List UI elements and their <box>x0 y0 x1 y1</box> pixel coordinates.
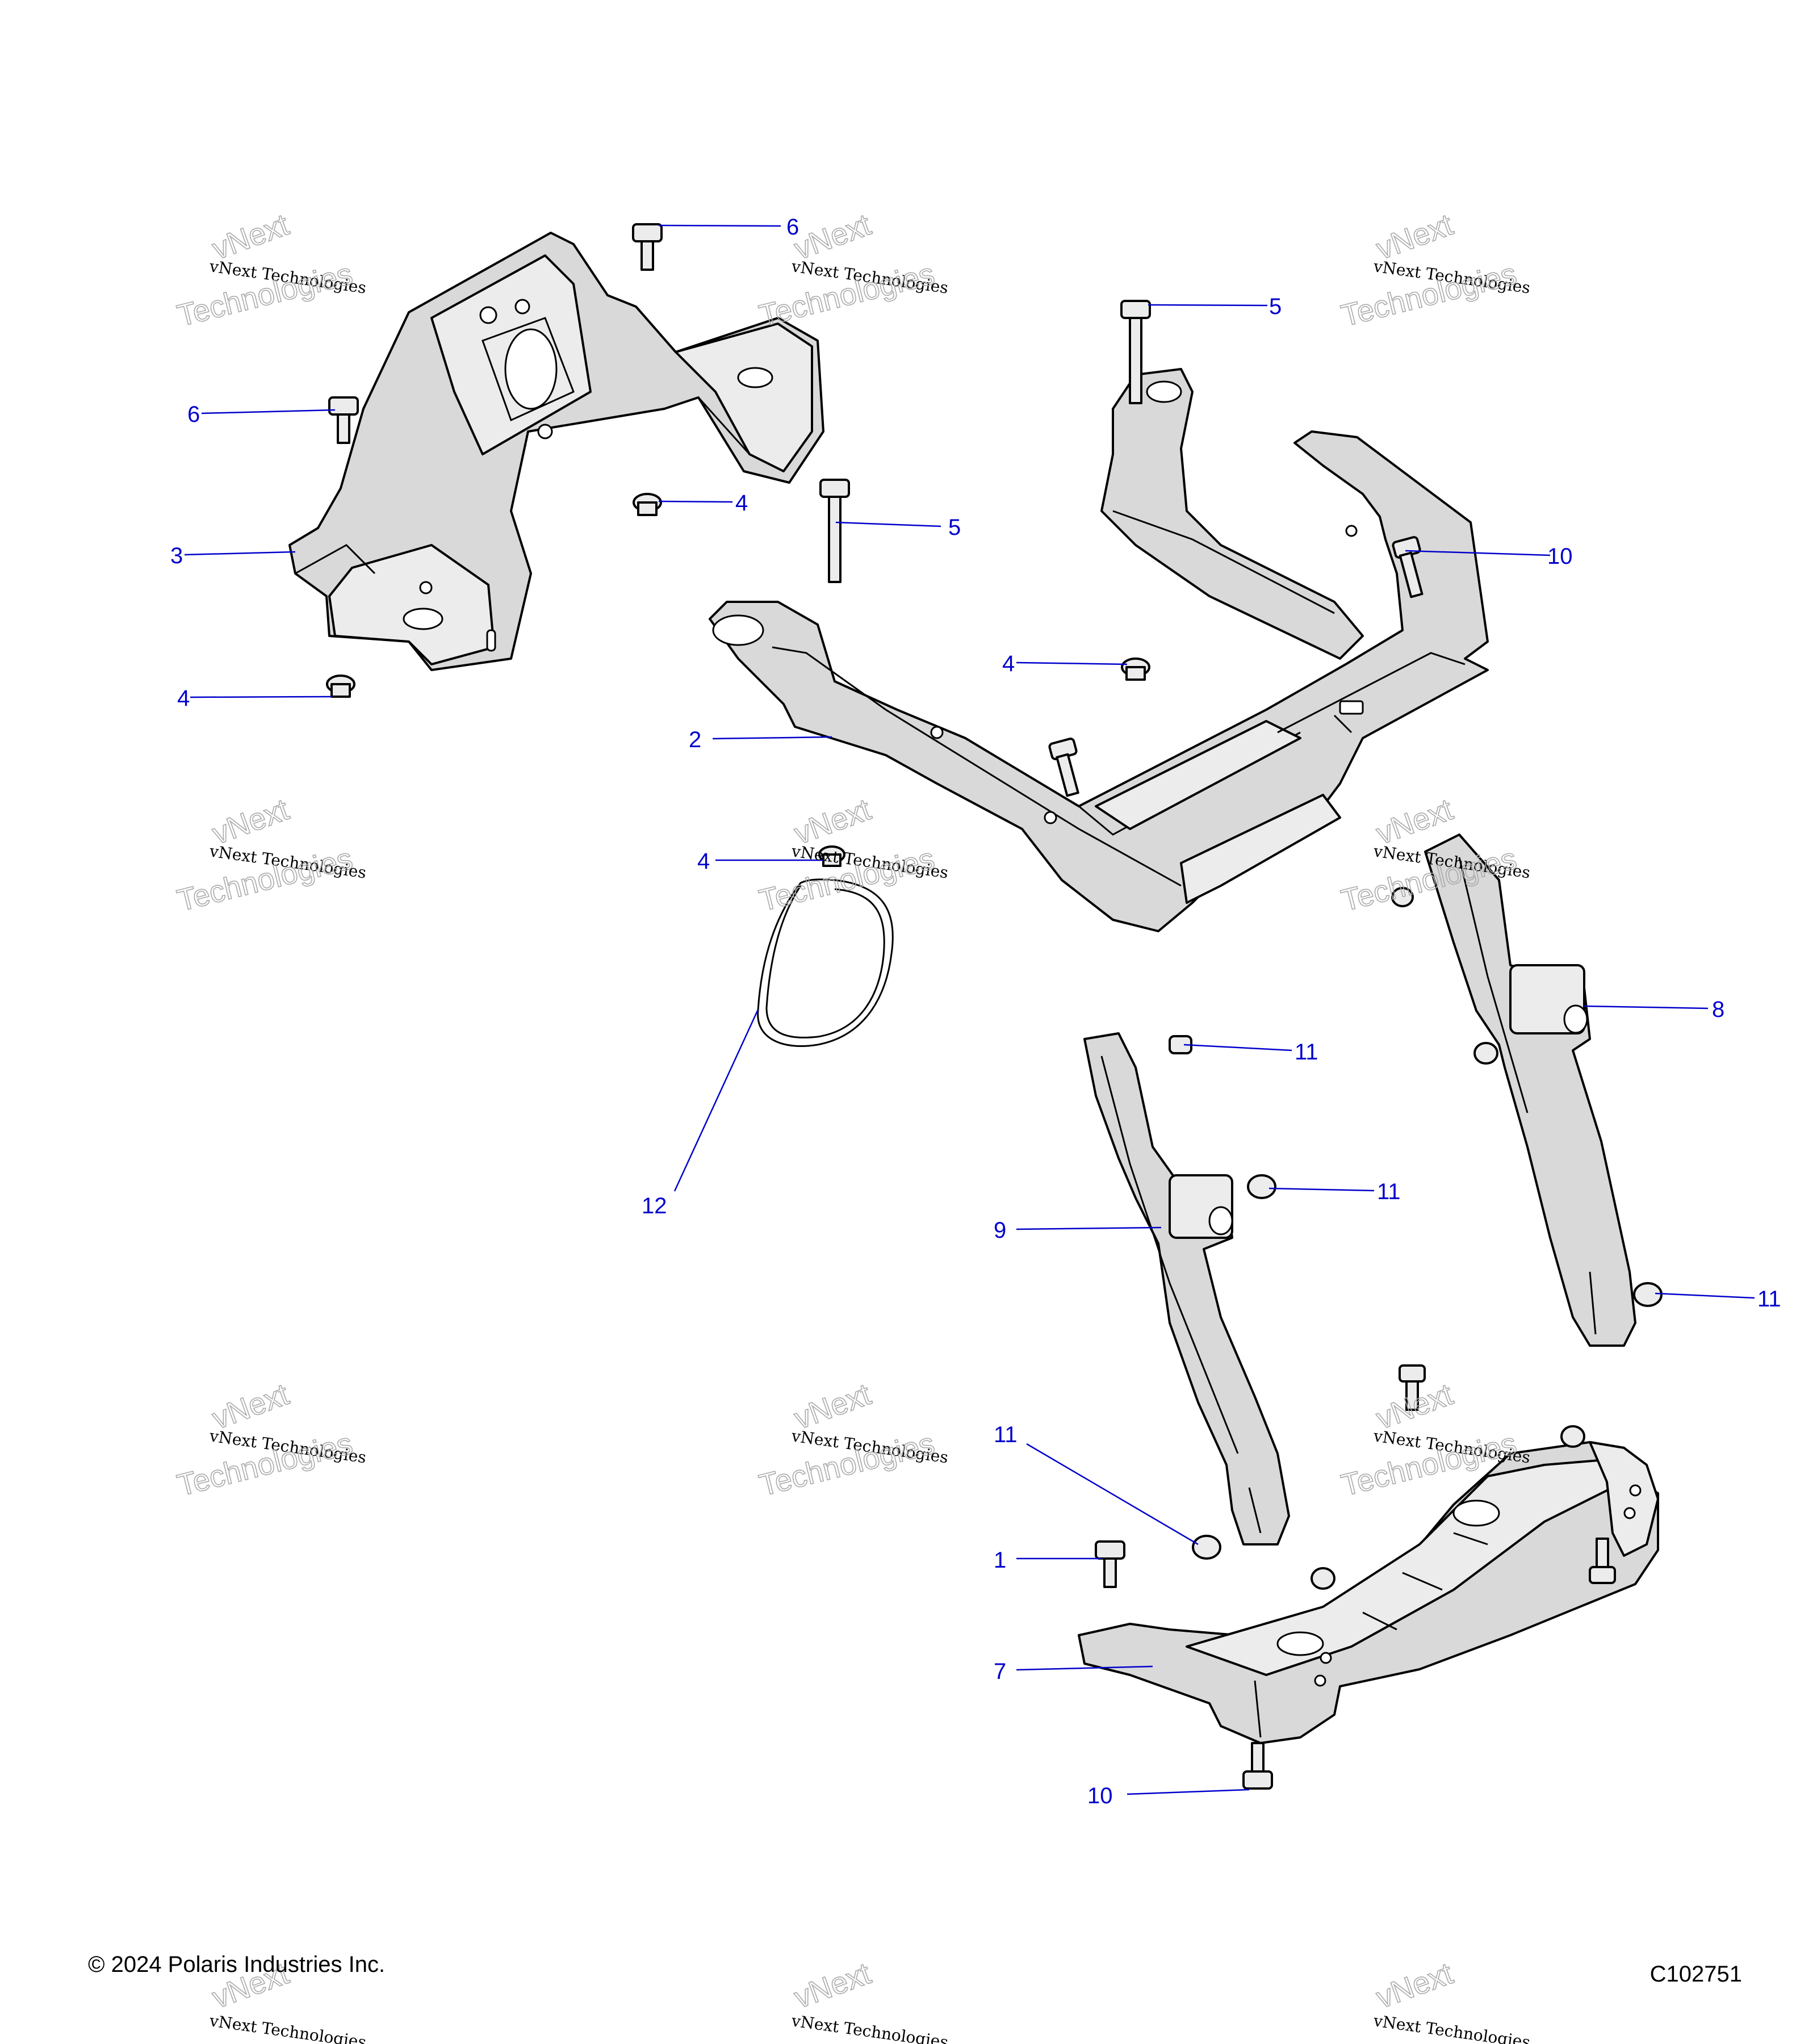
watermark-text: vNext Technologies <box>790 2011 949 2044</box>
nut-11-c <box>1633 1282 1663 1307</box>
nut-4-d <box>818 845 845 867</box>
watermark-text: vNext <box>790 1377 875 1436</box>
bolt-5-lower <box>819 479 850 583</box>
nut-11-b <box>1247 1174 1276 1199</box>
callout-labels: 6 6 5 5 3 4 4 4 4 10 2 8 11 11 11 11 9 1… <box>170 215 1781 1808</box>
watermark-5: vNext <box>789 792 876 852</box>
callout-label[interactable]: 1 <box>994 1548 1006 1573</box>
watermark-text: vNext <box>790 1956 875 2015</box>
nut-extra-a <box>1391 887 1414 907</box>
callout-label[interactable]: 11 <box>1295 1040 1318 1065</box>
nut-extra-c <box>1560 1425 1585 1448</box>
cable-tie-12 <box>757 878 894 1047</box>
center-crossmember <box>709 430 1489 932</box>
watermark-11b: vNext Technologies <box>790 2011 949 2044</box>
callout-label[interactable]: 4 <box>735 491 748 516</box>
figure-id: C102751 <box>1649 1962 1742 1987</box>
watermark-text: vNext <box>1372 1956 1457 2015</box>
watermark-11: vNext <box>789 1956 876 2016</box>
callout-label[interactable]: 3 <box>170 543 183 568</box>
watermark-8: vNext <box>789 1377 876 1436</box>
nut-extra-b <box>1473 1042 1498 1065</box>
watermark-4: vNext <box>207 792 294 852</box>
callout-label[interactable]: 5 <box>948 515 961 540</box>
watermark-3: vNext <box>1371 207 1458 267</box>
callout-label[interactable]: 4 <box>1002 651 1015 676</box>
callout-label[interactable]: 8 <box>1712 997 1724 1022</box>
nut-4-b <box>326 675 355 698</box>
nut-11-d <box>1192 1535 1221 1560</box>
callout-label[interactable]: 4 <box>177 686 190 711</box>
leader-lines <box>184 224 1755 1795</box>
bolt-6-left <box>328 396 359 444</box>
bolt-5-upper <box>1120 300 1151 404</box>
bolt-10-upper <box>1392 536 1424 598</box>
bolt-7-top <box>1399 1364 1426 1411</box>
watermark-text: vNext Technologies <box>1372 2011 1531 2044</box>
nut-extra-d <box>1311 1567 1335 1590</box>
front-frame-bracket <box>288 232 824 671</box>
watermark-12b: vNext Technologies <box>1372 2011 1531 2044</box>
bolt-10-lower <box>1242 1742 1273 1790</box>
watermark-text: vNext <box>790 207 875 266</box>
callout-label[interactable]: 11 <box>994 1422 1018 1447</box>
callout-label[interactable]: 6 <box>786 215 799 240</box>
callout-label[interactable]: 2 <box>689 727 701 752</box>
watermark-10b: vNext Technologies <box>208 2011 367 2044</box>
bolt-6-top <box>632 223 663 271</box>
callout-label[interactable]: 4 <box>697 849 710 874</box>
callout-label[interactable]: 6 <box>187 402 200 427</box>
bolt-7-right <box>1589 1538 1616 1584</box>
upper-mount-arm <box>1100 368 1364 660</box>
callout-label[interactable]: 7 <box>994 1659 1006 1684</box>
callout-label[interactable]: 9 <box>994 1218 1006 1243</box>
watermark-text: vNext Technologies <box>208 2011 367 2044</box>
callout-label[interactable]: 11 <box>1757 1287 1781 1312</box>
watermark-text: vNext <box>208 207 293 266</box>
watermark-12: vNext <box>1371 1956 1458 2016</box>
watermark-text: vNext <box>208 1377 293 1436</box>
bolt-center <box>1048 738 1079 797</box>
lower-crossmember <box>1078 1441 1659 1744</box>
bolt-1 <box>1095 1540 1125 1588</box>
watermark-1: vNext <box>207 207 294 267</box>
watermark-2: vNext <box>789 207 876 267</box>
callout-label[interactable]: 12 <box>642 1193 667 1218</box>
watermark-text: vNext <box>1372 207 1457 266</box>
callout-label[interactable]: 11 <box>1377 1179 1401 1204</box>
right-vertical-support <box>1424 833 1636 1347</box>
watermark-7: vNext <box>207 1377 294 1436</box>
nut-4-a <box>633 493 662 516</box>
callout-label[interactable]: 5 <box>1269 294 1282 319</box>
copyright-notice: © 2024 Polaris Industries Inc. <box>88 1952 386 1977</box>
callout-label[interactable]: 10 <box>1547 544 1573 569</box>
nut-4-c <box>1121 657 1150 681</box>
left-vertical-support <box>1083 1032 1290 1545</box>
watermark-text: vNext <box>790 792 875 851</box>
watermark-text: vNext <box>208 792 293 851</box>
callout-label[interactable]: 10 <box>1087 1783 1113 1808</box>
